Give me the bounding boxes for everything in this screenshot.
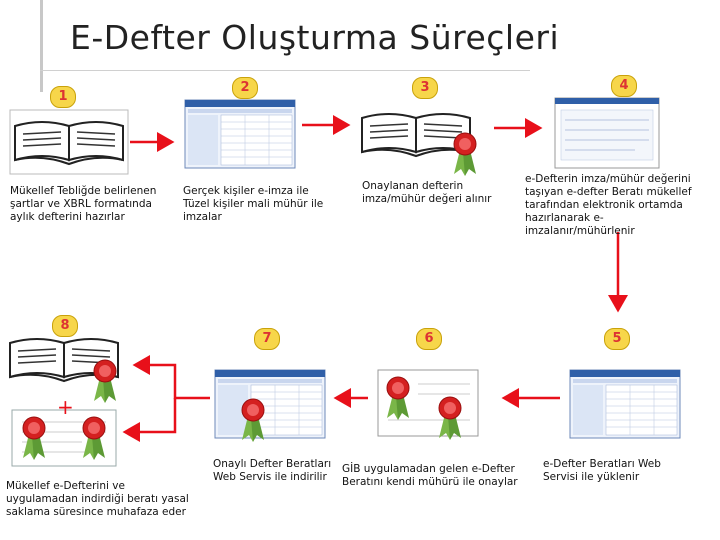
- arrow-step7-to-step8-document: [122, 398, 177, 442]
- page-title: E-Defter Oluşturma Süreçleri: [70, 18, 560, 57]
- step1-book-image: [9, 109, 129, 175]
- step1-caption: Mükellef Tebliğde belirlenen şartlar ve …: [10, 185, 157, 223]
- step2-caption: Gerçek kişiler e-imza ile Tüzel kişiler …: [183, 185, 324, 223]
- step-badge-2: 2: [232, 77, 258, 99]
- step6-gib-approval-image: [377, 369, 479, 441]
- step-badge-1: 1: [50, 86, 76, 108]
- step7-download-screenshot: [214, 369, 326, 443]
- step7-caption: Onaylı Defter Beratları Web Servis ile i…: [213, 458, 332, 483]
- step-badge-7: 7: [254, 328, 280, 350]
- step5-caption: e-Defter Beratları Web Servisi ile yükle…: [543, 458, 661, 483]
- step-badge-8: 8: [52, 315, 78, 337]
- step-badge-6: 6: [416, 328, 442, 350]
- title-accent-bar: [40, 0, 43, 92]
- step4-berat-screenshot: [554, 97, 660, 169]
- step5-upload-screenshot: [569, 369, 681, 439]
- plus-sign: +: [57, 395, 74, 419]
- step-badge-5: 5: [604, 328, 630, 350]
- step2-software-screenshot: [184, 99, 296, 169]
- step8-sealed-book-image: [9, 338, 119, 404]
- step3-sealed-book-image: [361, 113, 477, 177]
- step3-caption: Onaylanan defterin imza/mühür değeri alı…: [362, 180, 492, 205]
- step8-caption: Mükellef e-Defterini ve uygulamadan indi…: [6, 480, 189, 518]
- step4-caption: e-Defterin imza/mühür değerini taşıyan e…: [525, 173, 692, 237]
- arrow-step7-to-step8: [132, 355, 210, 400]
- title-underline: [40, 70, 530, 71]
- step-badge-4: 4: [611, 75, 637, 97]
- step-badge-3: 3: [412, 77, 438, 99]
- step6-caption: GİB uygulamadan gelen e-Defter Beratını …: [342, 463, 518, 488]
